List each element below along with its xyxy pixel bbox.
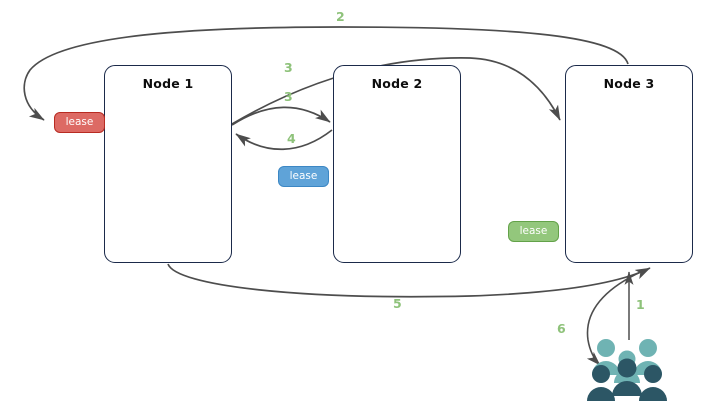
lease-label: lease xyxy=(519,225,548,238)
node-title-node-3: Node 3 xyxy=(603,76,655,91)
arrow-step-5 xyxy=(167,263,651,298)
step-label-5: 5 xyxy=(393,296,402,311)
arrow-step-2 xyxy=(23,26,629,121)
step-label-6: 6 xyxy=(557,321,566,336)
lease-badge-blue: lease xyxy=(278,166,329,187)
arrow-step-6 xyxy=(586,269,646,366)
arrow-step-4 xyxy=(235,129,333,151)
step-label-1: 1 xyxy=(636,297,645,312)
node-title-node-2: Node 2 xyxy=(371,76,423,91)
node-box-node-2: Node 2 xyxy=(333,65,461,263)
step-label-4: 4 xyxy=(287,131,296,146)
step-label-2: 2 xyxy=(336,9,345,24)
step-label-3-short: 3 xyxy=(284,89,293,104)
lease-badge-green: lease xyxy=(508,221,559,242)
node-box-node-1: Node 1 xyxy=(104,65,232,263)
node-box-node-3: Node 3 xyxy=(565,65,693,263)
node-title-node-1: Node 1 xyxy=(142,76,194,91)
lease-label: lease xyxy=(65,116,94,129)
arrow-step-3-long xyxy=(231,57,561,125)
step-label-3-long: 3 xyxy=(284,60,293,75)
lease-badge-red: lease xyxy=(54,112,105,133)
arrow-step-3-short xyxy=(231,106,331,126)
lease-label: lease xyxy=(289,170,318,183)
